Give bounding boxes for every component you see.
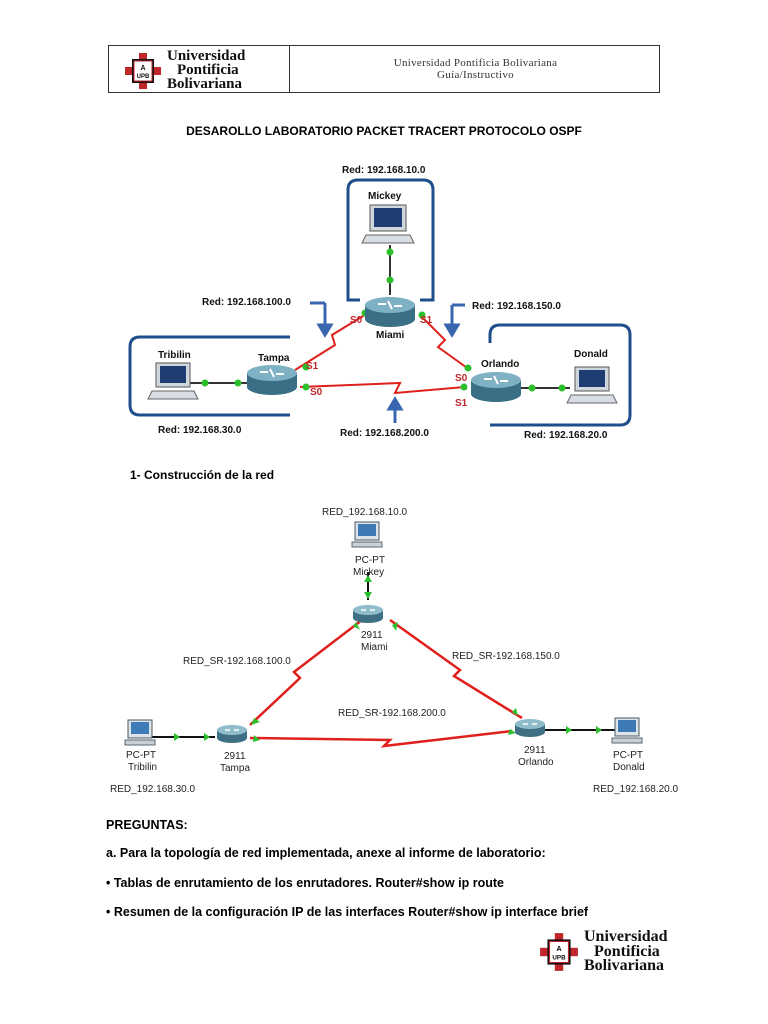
crest-icon: A UPB [540, 933, 578, 971]
university-logo: A UPB Universidad Pontificia Bolivariana [123, 48, 246, 92]
net-label-tampa-orlando: RED_SR-192.168.200.0 [338, 708, 446, 719]
pc-type-tribilin: PC-PT [126, 750, 156, 761]
tribilin-lan-frame [128, 335, 290, 417]
host-label-tribilin: Tribilin [128, 762, 157, 773]
router-icon [515, 719, 545, 737]
interface-label-miami-s1: S1 [420, 315, 433, 326]
miami-orlando-serial [419, 314, 471, 371]
router-icon [353, 605, 383, 623]
router-label-orlando: Orlando [481, 359, 519, 370]
router-label-tampa: Tampa [258, 353, 290, 364]
interface-label-orlando-s1: S1 [455, 398, 468, 409]
router-icon [217, 725, 247, 743]
crest-letter: A [140, 65, 145, 72]
computer-icon [351, 521, 383, 548]
router-model-miami: 2911 [361, 630, 383, 641]
net-label-mickey: Red: 192.168.10.0 [342, 165, 426, 176]
net-label-mickey: RED_192.168.10.0 [322, 507, 408, 518]
header-divider [289, 46, 290, 92]
computer-icon [361, 204, 415, 244]
question-bullet-1: • Tablas de enrutamiento de los enrutado… [106, 876, 504, 890]
computer-icon [566, 366, 618, 404]
tampa-orlando-serial [249, 729, 513, 748]
mickey-lan-frame [346, 178, 435, 302]
router-icon [471, 372, 521, 402]
router-label-tampa: Tampa [220, 763, 250, 774]
host-label-tribilin: Tribilin [158, 350, 191, 361]
logo-line-3: Bolivariana [167, 75, 243, 92]
computer-icon [147, 362, 199, 400]
net-label-tampa-miami: RED_SR-192.168.100.0 [183, 656, 291, 667]
arrow-down-icon [310, 301, 334, 338]
crest-letter: A [556, 944, 562, 953]
router-label-miami: Miami [376, 330, 405, 341]
net-label-tampa-orlando: Red: 192.168.200.0 [340, 428, 429, 439]
pc-type-donald: PC-PT [613, 750, 643, 761]
router-label-miami: Miami [361, 642, 388, 653]
crest-abbrev: UPB [552, 954, 566, 961]
computer-icon [124, 719, 156, 746]
host-label-donald: Donald [613, 762, 645, 773]
host-label-mickey: Mickey [353, 567, 384, 578]
host-label-donald: Donald [574, 349, 608, 360]
net-label-donald: Red: 192.168.20.0 [524, 430, 608, 441]
logo-line-1: Universidad [167, 48, 246, 64]
router-icon [247, 365, 297, 395]
net-label-miami-orlando: RED_SR-192.168.150.0 [452, 651, 560, 662]
question-a: a. Para la topología de red implementada… [106, 846, 546, 860]
router-model-orlando: 2911 [524, 745, 546, 756]
institution-name: Universidad Pontificia Bolivariana [393, 57, 558, 69]
topology-diagram: Red: 192.168.10.0 Mickey Red: 192.168.10… [128, 165, 632, 441]
crest-abbrev: UPB [137, 74, 150, 80]
question-bullet-2: • Resumen de la configuración IP de las … [106, 905, 589, 919]
tampa-miami-serial [294, 312, 369, 371]
tampa-miami-serial [249, 619, 363, 726]
host-label-mickey: Mickey [368, 191, 402, 202]
interface-label-orlando-s0: S0 [455, 373, 468, 384]
logo-line-2: Pontificia [594, 942, 660, 960]
donald-lan-frame [488, 323, 632, 427]
net-label-miami-orlando: Red: 192.168.150.0 [472, 301, 561, 312]
header-info: Universidad Pontificia Bolivariana Guía/… [290, 46, 661, 92]
document-type: Guía/Instructivo [437, 69, 514, 81]
net-label-tampa-miami: Red: 192.168.100.0 [202, 297, 291, 308]
pc-type-mickey: PC-PT [355, 555, 385, 566]
miami-orlando-serial [389, 618, 523, 720]
net-label-donald: RED_192.168.20.0 [593, 784, 679, 795]
interface-label-tampa-s0: S0 [310, 387, 323, 398]
router-model-tampa: 2911 [224, 751, 246, 762]
questions-heading: PREGUNTAS: [106, 818, 188, 832]
interface-label-miami-s0: S0 [350, 315, 363, 326]
router-icon [365, 297, 415, 327]
document-header: A UPB Universidad Pontificia Bolivariana… [108, 45, 660, 93]
router-label-orlando: Orlando [518, 757, 554, 768]
logo-line-3: Bolivariana [584, 957, 665, 975]
section-heading: 1- Construcción de la red [130, 468, 275, 482]
page-title: DESAROLLO LABORATORIO PACKET TRACERT PRO… [186, 124, 582, 138]
computer-icon [611, 717, 643, 744]
link-arrows [174, 575, 602, 742]
interface-label-tampa-s1: S1 [306, 361, 319, 372]
footer-university-logo: A UPB Universidad Pontificia Bolivariana [538, 928, 668, 975]
logo-line-2: Pontificia [177, 61, 239, 78]
net-label-tribilin: RED_192.168.30.0 [110, 784, 196, 795]
crest-icon: A UPB [125, 52, 161, 89]
packet-tracer-diagram: RED_192.168.10.0 PC-PT Mickey 2911 Miami… [110, 507, 679, 795]
tampa-orlando-serial [299, 381, 466, 395]
net-label-tribilin: Red: 192.168.30.0 [158, 425, 242, 436]
logo-line-1: Universidad [584, 928, 668, 945]
arrow-down-icon [443, 303, 465, 338]
arrow-up-icon [386, 396, 404, 423]
